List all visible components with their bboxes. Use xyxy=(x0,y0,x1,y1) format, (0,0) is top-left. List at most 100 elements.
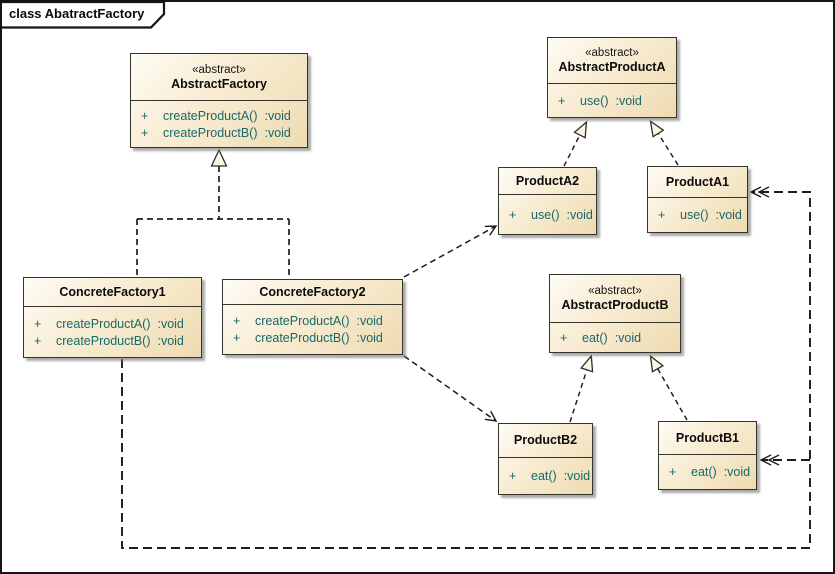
stereotype-label: «abstract» xyxy=(192,63,246,76)
method-visibility: + xyxy=(558,93,566,108)
method-visibility: + xyxy=(34,316,42,331)
method-row: + createProductB() :void xyxy=(24,334,201,348)
method-return-type: :void xyxy=(715,208,742,222)
method-compartment: + eat() :void xyxy=(499,458,592,494)
method-return-type: :void xyxy=(157,316,184,331)
method-return-type: :void xyxy=(566,207,593,222)
stereotype-label: «abstract» xyxy=(585,47,639,59)
method-visibility: + xyxy=(233,331,241,345)
method-name: eat() xyxy=(691,465,717,479)
class-name: ProductA1 xyxy=(665,174,730,189)
method-name: createProductB() xyxy=(163,125,258,140)
class-name: AbstractProductA xyxy=(558,60,666,74)
realization-producta2-abstractproducta[interactable] xyxy=(563,120,588,167)
class-name: AbstractFactory xyxy=(171,76,267,91)
method-return-type: :void xyxy=(157,333,184,348)
method-row: + createProductA() :void xyxy=(223,314,402,328)
class-header: ProductB1 xyxy=(659,422,756,455)
method-row: + createProductA() :void xyxy=(131,109,307,123)
diagram-title: class AbatractFactory xyxy=(9,6,145,21)
realization-triangle-abstractfactory xyxy=(210,148,228,167)
class-name: ProductA2 xyxy=(515,173,580,188)
class-name: ProductB1 xyxy=(675,430,740,445)
class-header: ConcreteFactory2 xyxy=(223,280,402,305)
realization-productb1-abstractproductb[interactable] xyxy=(649,354,688,421)
method-compartment: + createProductA() :void + createProduct… xyxy=(24,307,201,357)
class-box-abstractfactory[interactable]: «abstract» AbstractFactory + createProdu… xyxy=(130,53,308,148)
method-compartment: + createProductA() :void + createProduct… xyxy=(131,101,307,147)
method-name: use() xyxy=(580,93,609,108)
class-box-concretefactory2[interactable]: ConcreteFactory2 + createProductA() :voi… xyxy=(222,279,403,355)
method-name: createProductA() xyxy=(163,108,258,123)
method-name: createProductB() xyxy=(255,331,350,345)
method-compartment: + eat() :void xyxy=(659,455,756,489)
class-box-abstractproducta[interactable]: «abstract» AbstractProductA + use() :voi… xyxy=(547,37,677,118)
class-name: ConcreteFactory2 xyxy=(259,284,366,299)
method-return-type: :void xyxy=(264,125,291,140)
method-name: createProductA() xyxy=(56,316,151,331)
method-row: + createProductB() :void xyxy=(223,331,402,345)
stereotype-label: «abstract» xyxy=(588,285,642,297)
method-name: use() xyxy=(531,207,560,222)
class-header: «abstract» AbstractProductB xyxy=(550,275,680,323)
method-row: + use() :void xyxy=(548,94,676,108)
class-header: ConcreteFactory1 xyxy=(24,278,201,307)
class-header: «abstract» AbstractFactory xyxy=(131,54,307,101)
method-compartment: + createProductA() :void + createProduct… xyxy=(223,305,402,354)
method-row: + eat() :void xyxy=(550,331,680,345)
dependency-concretefactory2-producta2[interactable] xyxy=(403,225,498,278)
method-return-type: :void xyxy=(356,331,383,345)
method-compartment: + use() :void xyxy=(499,195,596,234)
method-return-type: :void xyxy=(614,330,642,345)
method-row: + eat() :void xyxy=(499,469,592,483)
method-name: eat() xyxy=(582,330,608,345)
class-box-concretefactory1[interactable]: ConcreteFactory1 + createProductA() :voi… xyxy=(23,277,202,358)
class-box-producta2[interactable]: ProductA2 + use() :void xyxy=(498,167,597,235)
class-header: ProductB2 xyxy=(499,424,592,458)
method-compartment: + use() :void xyxy=(548,84,676,117)
method-visibility: + xyxy=(560,330,568,345)
method-return-type: :void xyxy=(615,93,642,108)
method-name: createProductB() xyxy=(56,333,151,348)
class-name: AbstractProductB xyxy=(561,298,669,312)
realization-producta1-abstractproducta[interactable] xyxy=(649,119,679,166)
class-header: «abstract» AbstractProductA xyxy=(548,38,676,84)
method-return-type: :void xyxy=(563,469,591,483)
frame-tab xyxy=(2,0,166,29)
method-visibility: + xyxy=(141,125,149,140)
method-return-type: :void xyxy=(723,465,751,479)
method-visibility: + xyxy=(669,465,677,479)
realization-productb2-abstractproductb[interactable] xyxy=(569,354,594,423)
dependency-concretefactory2-productb2[interactable] xyxy=(403,355,498,422)
method-compartment: + use() :void xyxy=(648,198,747,232)
method-visibility: + xyxy=(509,469,517,483)
method-visibility: + xyxy=(34,333,42,348)
method-visibility: + xyxy=(509,207,517,222)
method-name: createProductA() xyxy=(255,314,350,328)
class-name: ProductB2 xyxy=(513,433,578,447)
class-box-producta1[interactable]: ProductA1 + use() :void xyxy=(647,166,748,233)
method-row: + createProductB() :void xyxy=(131,126,307,140)
method-visibility: + xyxy=(658,208,666,222)
method-row: + use() :void xyxy=(648,208,747,222)
class-name: ConcreteFactory1 xyxy=(59,284,166,299)
class-box-abstractproductb[interactable]: «abstract» AbstractProductB + eat() :voi… xyxy=(549,274,681,353)
method-return-type: :void xyxy=(356,314,383,328)
method-row: + use() :void xyxy=(499,208,596,222)
class-box-productb1[interactable]: ProductB1 + eat() :void xyxy=(658,421,757,490)
method-return-type: :void xyxy=(264,108,291,123)
method-name: use() xyxy=(680,208,709,222)
dependency-concretefactory1-producta1[interactable] xyxy=(121,186,811,549)
class-box-productb2[interactable]: ProductB2 + eat() :void xyxy=(498,423,593,495)
method-row: + createProductA() :void xyxy=(24,317,201,331)
class-header: ProductA1 xyxy=(648,167,747,198)
method-compartment: + eat() :void xyxy=(550,323,680,352)
method-visibility: + xyxy=(233,314,241,328)
method-row: + eat() :void xyxy=(659,465,756,479)
method-visibility: + xyxy=(141,108,149,123)
method-name: eat() xyxy=(531,469,557,483)
realization-concretefactories-abstractfactory[interactable] xyxy=(136,166,290,278)
